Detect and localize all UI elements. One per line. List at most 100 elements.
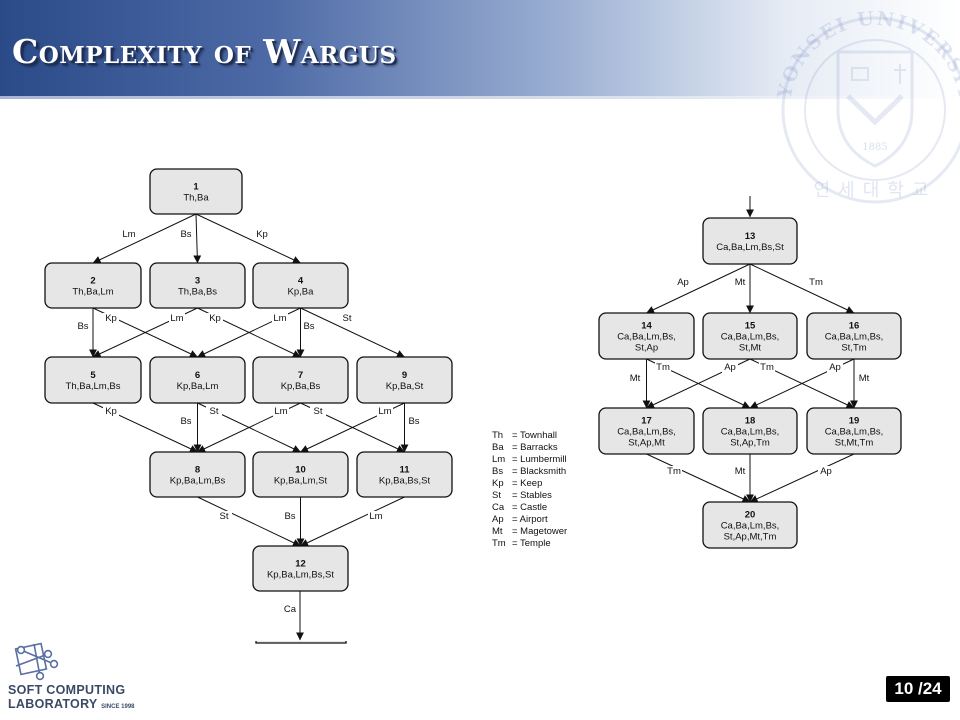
transition-1-2: Lm <box>92 213 197 264</box>
state-id: 10 <box>295 465 306 476</box>
transition-arrow <box>92 213 197 264</box>
transition-label: Ap <box>724 362 736 373</box>
transition-label: Tm <box>760 362 774 373</box>
state-box <box>149 356 246 404</box>
state-label: Ca,Ba,Lm,Bs, <box>721 521 780 532</box>
state-box <box>356 356 453 404</box>
state-id: 5 <box>90 370 96 381</box>
transition-arrow <box>749 453 855 503</box>
transition-1-3: Bs <box>178 213 202 264</box>
legend-abbreviation: Ca <box>492 502 505 513</box>
legend-entry-ba: Ba= Barracks <box>492 442 567 454</box>
transition-label: Bs <box>77 321 88 332</box>
state-box <box>702 312 798 360</box>
transition-label-bg <box>207 313 223 324</box>
transition-label-bg <box>103 406 119 417</box>
legend-entry-st: St= Stables <box>492 490 567 502</box>
legend-abbreviation: Ap <box>492 514 504 525</box>
transition-label: Bs <box>180 229 191 240</box>
transition-8-12: St <box>197 496 301 547</box>
state-label: Th,Ba,Bs <box>178 287 217 298</box>
lab-logo-icon <box>14 642 59 681</box>
transition-5-8: Kp <box>92 402 198 453</box>
state-label: Ca,Ba,Lm,Bs, <box>721 332 780 343</box>
state-label: Th,Ba <box>183 193 209 204</box>
lab-name-line1: SOFT COMPUTING <box>8 683 126 697</box>
transition-16-19: Mt <box>850 359 872 409</box>
transition-label: Bs <box>303 321 314 332</box>
transition-label-bg <box>206 406 222 417</box>
state-id: 1 <box>193 182 199 193</box>
transition-4-6: Lm <box>197 307 301 358</box>
transition-14-17: Mt <box>627 359 651 409</box>
transition-label-bg <box>808 277 824 288</box>
state-box <box>149 262 246 309</box>
state-label: St,Mt,Tm <box>835 438 874 449</box>
state-node-6: 6Kp,Ba,Lm <box>149 356 246 404</box>
state-id: 18 <box>745 416 756 427</box>
state-box <box>252 356 349 404</box>
transition-13-15: Mt <box>732 264 754 314</box>
legend-entry-bs: Bs= Blacksmith <box>492 466 567 478</box>
state-label: Ca,Ba,Lm,Bs, <box>617 427 676 438</box>
state-label: Kp,Ba,Lm,St <box>274 476 328 487</box>
state-id: 8 <box>195 465 200 476</box>
transition-7-8: Lm <box>197 402 301 453</box>
transition-label-bg <box>732 466 748 477</box>
state-label: Kp,Ba,Lm,Bs <box>170 476 226 487</box>
transition-label-bg <box>254 229 270 240</box>
transition-label: Kp <box>256 229 268 240</box>
legend-abbreviation: Lm <box>492 454 506 465</box>
state-id: 17 <box>641 416 652 427</box>
transition-label: St <box>210 406 219 417</box>
legend-entry-mt: Mt= Magetower <box>492 526 567 538</box>
state-id: 13 <box>745 231 756 242</box>
seal-year: 1885 <box>862 142 887 153</box>
state-box <box>702 501 798 549</box>
state-box <box>806 312 902 360</box>
transition-label: Lm <box>378 406 391 417</box>
state-node-8: 8Kp,Ba,Lm,Bs <box>149 451 246 498</box>
transition-label-bg <box>339 313 355 324</box>
transition-4-9: St <box>300 307 405 358</box>
state-label: St,Ap <box>635 343 658 354</box>
legend-building-name: = Blacksmith <box>512 466 567 477</box>
legend-entry-ca: Ca= Castle <box>492 502 567 514</box>
transition-label-bg <box>377 406 393 417</box>
state-id: 7 <box>298 370 303 381</box>
transition-1-4: Kp <box>195 213 301 264</box>
state-id: 14 <box>641 321 652 332</box>
page-number-badge: 10 /24 <box>886 676 950 702</box>
transition-2-5: Bs <box>75 308 97 358</box>
state-id: 6 <box>195 370 200 381</box>
transition-10-12: Bs <box>282 497 305 547</box>
transition-label: Tm <box>667 466 681 477</box>
continuation-box-edge <box>255 641 347 644</box>
transition-arrow <box>197 496 301 547</box>
transition-label-bg <box>169 313 185 324</box>
state-label: St,Mt <box>739 343 762 354</box>
transition-18-20: Mt <box>732 454 754 503</box>
transition-label-bg <box>666 466 682 477</box>
transition-11-12: Lm <box>300 496 405 547</box>
transition-label: Mt <box>735 466 746 477</box>
transition-label-bg <box>856 373 872 384</box>
transition-label: Kp <box>105 406 117 417</box>
state-box <box>149 168 243 215</box>
transition-arrow <box>300 307 405 358</box>
state-box <box>702 407 798 455</box>
transition-label: Mt <box>735 277 746 288</box>
transition-label: Kp <box>105 313 117 324</box>
legend-building-name: = Temple <box>512 538 551 549</box>
transition-label-bg <box>627 373 643 384</box>
state-id: 11 <box>399 465 410 476</box>
transition-arrow <box>646 453 751 503</box>
yonsei-university-seal: YONSEI UNIVERSITY 1885 연세대학교 <box>773 8 960 204</box>
transition-label: Ap <box>820 466 832 477</box>
